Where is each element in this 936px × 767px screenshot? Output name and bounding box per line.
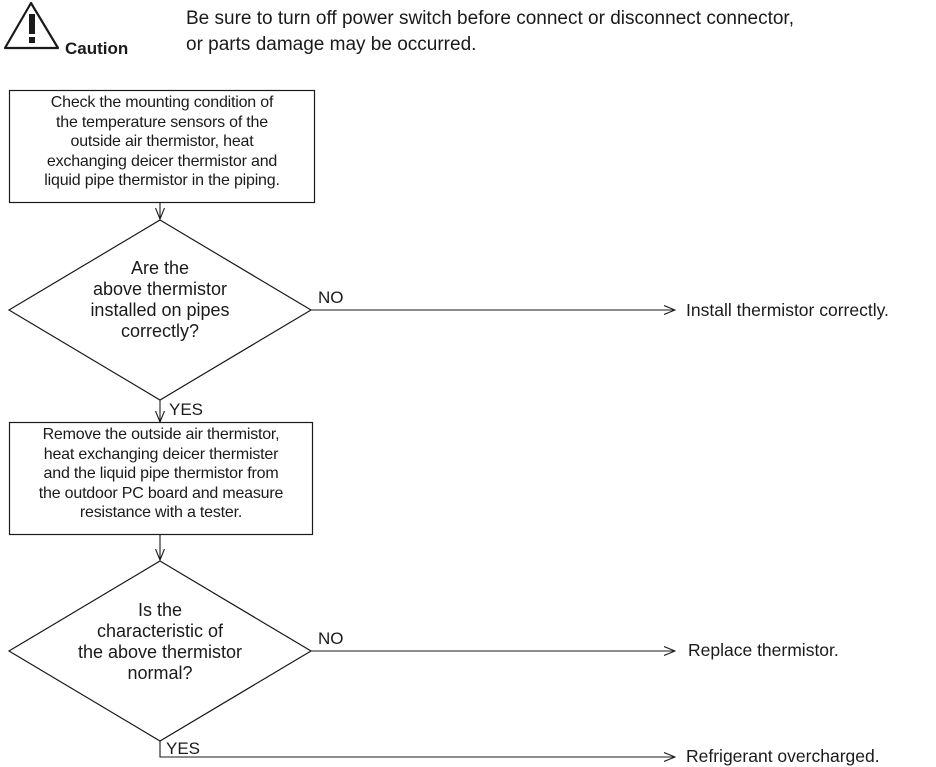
caution-label: Caution bbox=[65, 39, 129, 58]
step1-box bbox=[8, 89, 316, 204]
warning-triangle-icon bbox=[3, 1, 60, 50]
decision1-yes-label: YES bbox=[169, 400, 204, 419]
decision2-yes-outcome: Refrigerant overcharged. bbox=[686, 746, 880, 766]
step2-text: Remove the outside air thermistor, heat … bbox=[38, 426, 284, 521]
decision2-no-outcome: Replace thermistor. bbox=[688, 640, 839, 660]
decision1-no-label: NO bbox=[318, 288, 344, 307]
decision2-yes-arrow bbox=[159, 741, 675, 757]
step2-box bbox=[8, 421, 314, 536]
step1-text: Check the mounting condition of the temp… bbox=[44, 94, 280, 189]
caution-message: Be sure to turn off power switch before … bbox=[186, 8, 794, 55]
decision1-text: Are the above thermistor installed on pi… bbox=[90, 258, 230, 341]
decision2-no-label: NO bbox=[318, 629, 344, 648]
decision2-yes-label: YES bbox=[166, 739, 201, 758]
decision1-no-outcome: Install thermistor correctly. bbox=[686, 300, 889, 320]
decision2-text: Is the characteristic of the above therm… bbox=[77, 600, 243, 683]
